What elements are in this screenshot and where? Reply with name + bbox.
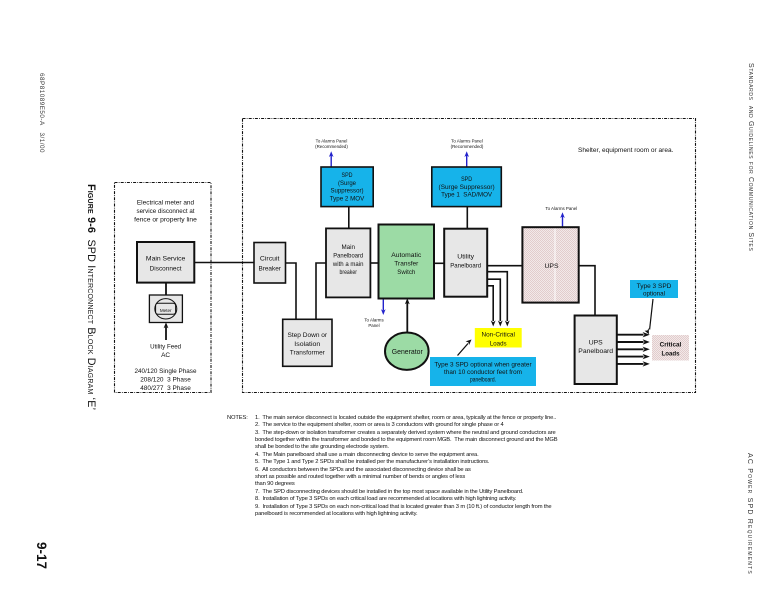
- svg-text:optional: optional: [643, 291, 665, 298]
- svg-text:To Alarms Panel: To Alarms Panel: [545, 206, 577, 211]
- svg-text:SPD: SPD: [342, 172, 353, 179]
- svg-text:Loads: Loads: [490, 340, 507, 347]
- svg-text:480/277 3 Phase: 480/277 3 Phase: [140, 385, 191, 392]
- svg-text:Panelboard: Panelboard: [333, 252, 363, 259]
- svg-text:(Recommended): (Recommended): [315, 144, 348, 149]
- svg-text:Loads: Loads: [661, 351, 679, 358]
- svg-text:Type 1 SAD/MOV: Type 1 SAD/MOV: [441, 192, 492, 199]
- svg-text:(Recommended): (Recommended): [451, 144, 484, 149]
- svg-text:Type 2 MOV: Type 2 MOV: [330, 195, 365, 202]
- svg-text:To Alarms Panel: To Alarms Panel: [316, 139, 348, 144]
- svg-text:240/120 Single Phase: 240/120 Single Phase: [135, 368, 197, 375]
- svg-text:Type 3 SPD optional when great: Type 3 SPD optional when greater: [434, 362, 532, 369]
- svg-text:Isolation: Isolation: [294, 341, 320, 348]
- svg-text:service disconnect at: service disconnect at: [137, 208, 195, 215]
- svg-text:Shelter, equipment room or are: Shelter, equipment room or area.: [578, 147, 673, 154]
- svg-text:Transformer: Transformer: [290, 350, 326, 357]
- svg-text:SPD: SPD: [461, 176, 472, 183]
- svg-text:Meter: Meter: [160, 308, 172, 313]
- svg-text:Switch: Switch: [397, 269, 415, 276]
- svg-text:Type 3 SPD: Type 3 SPD: [637, 283, 672, 290]
- svg-text:Step Down or: Step Down or: [288, 332, 328, 339]
- svg-text:Panelboard: Panelboard: [450, 263, 481, 270]
- svg-text:Main: Main: [341, 244, 355, 251]
- svg-text:208/120 3 Phase: 208/120 3 Phase: [140, 377, 191, 384]
- svg-text:UPS: UPS: [545, 263, 559, 270]
- svg-text:To Alarms: To Alarms: [364, 318, 384, 323]
- svg-text:Suppressor): Suppressor): [331, 188, 364, 195]
- svg-text:Generator: Generator: [392, 347, 424, 356]
- svg-text:with a main: with a main: [332, 261, 364, 268]
- svg-text:Automatic: Automatic: [391, 252, 422, 259]
- svg-text:Electrical meter and: Electrical meter and: [137, 200, 194, 207]
- svg-text:Panelboard: Panelboard: [578, 348, 613, 355]
- svg-text:Main Service: Main Service: [146, 256, 186, 263]
- svg-text:Transfer: Transfer: [394, 260, 419, 267]
- svg-text:UPS: UPS: [589, 339, 603, 346]
- svg-text:Non-Critical: Non-Critical: [481, 332, 515, 339]
- svg-text:Utility Feed: Utility Feed: [150, 344, 181, 351]
- svg-text:Utility: Utility: [457, 254, 474, 261]
- svg-text:breaker: breaker: [340, 269, 358, 276]
- svg-text:Breaker: Breaker: [258, 265, 281, 272]
- svg-text:fence or property line: fence or property line: [134, 217, 197, 224]
- svg-text:Circuit: Circuit: [260, 256, 280, 263]
- svg-text:(Surge Suppressor): (Surge Suppressor): [439, 184, 495, 191]
- svg-text:To Alarms Panel: To Alarms Panel: [451, 139, 483, 144]
- svg-text:AC: AC: [161, 352, 170, 359]
- svg-text:Disconnect: Disconnect: [150, 265, 182, 272]
- svg-text:panelboard.: panelboard.: [470, 376, 496, 383]
- svg-text:Critical: Critical: [660, 342, 682, 349]
- svg-text:than 10 conductor feet from: than 10 conductor feet from: [444, 369, 522, 376]
- svg-text:Panel: Panel: [368, 323, 379, 328]
- svg-text:(Surge: (Surge: [338, 180, 356, 187]
